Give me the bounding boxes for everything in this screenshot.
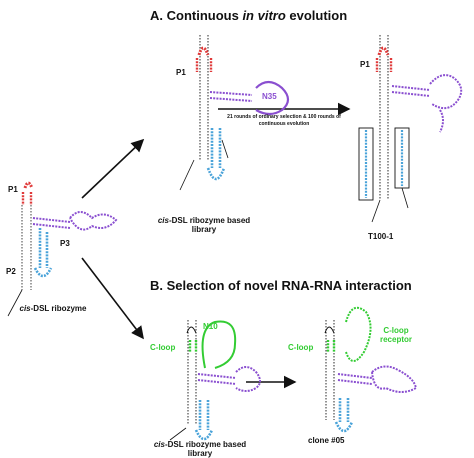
arrow-to-panel-a — [81, 138, 145, 199]
t100-1-p1-label: P1 — [360, 60, 370, 69]
t100-1-label: T100-1 — [368, 232, 394, 241]
t100-1-structure — [358, 35, 463, 223]
left-p3-label: P3 — [60, 239, 70, 248]
panel-b-title: B. Selection of novel RNA-RNA interactio… — [150, 278, 412, 293]
panel-a-p1-label: P1 — [176, 68, 186, 77]
clone-c-loop-label: C-loop — [288, 343, 314, 352]
panel-b-n10-label: N10 — [203, 322, 218, 331]
panel-a-library-structure — [179, 35, 290, 191]
panel-a-process-text: 21 rounds of ordinary selection & 100 ro… — [227, 114, 341, 127]
panel-b-library-structure — [169, 320, 261, 441]
clone-05-label: clone #05 — [308, 436, 345, 445]
arrow-to-panel-b — [81, 257, 144, 340]
panel-a-title: A. Continuous in vitro evolution — [150, 8, 348, 23]
left-caption: cis-DSL ribozyme — [19, 304, 87, 313]
panel-b-library-caption: cis-DSL ribozyme based library — [153, 440, 247, 458]
panel-a-n35-label: N35 — [262, 92, 277, 101]
left-ribozyme-structure — [7, 181, 118, 317]
panel-b-c-loop-label: C-loop — [150, 343, 176, 352]
clone-c-loop-receptor-label: C-loop receptor — [379, 326, 412, 344]
clone-05-structure — [324, 306, 418, 433]
left-p1-label: P1 — [8, 185, 18, 194]
panel-a-library-caption: cis-DSL ribozyme based library — [157, 216, 251, 234]
left-p2-label: P2 — [6, 267, 16, 276]
